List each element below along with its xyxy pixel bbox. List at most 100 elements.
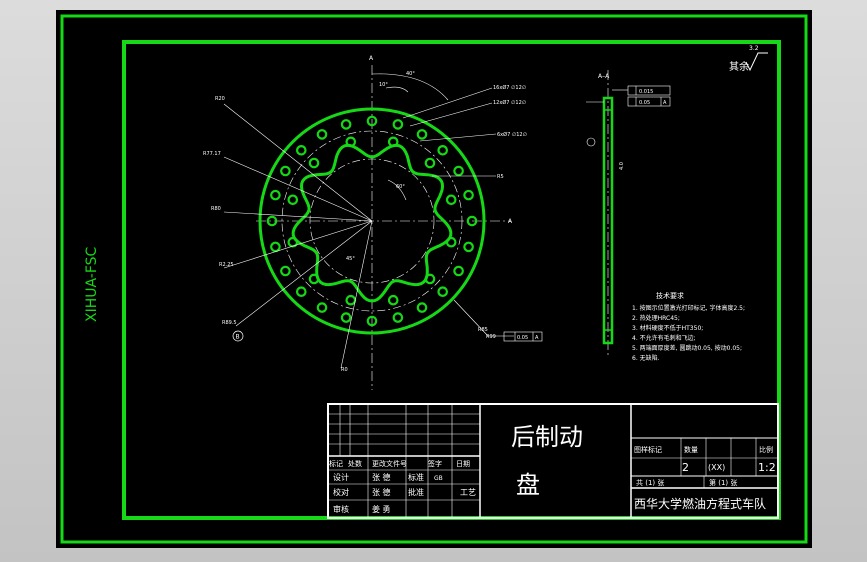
dim-runout-datum: A bbox=[535, 335, 539, 341]
inner-hole bbox=[424, 157, 436, 169]
inner-hole bbox=[445, 194, 457, 206]
outer-hole bbox=[416, 129, 428, 140]
bolt-circle bbox=[281, 130, 463, 312]
dim-holes-16: 16xØ7 ∅12∅ bbox=[493, 84, 526, 91]
rev-header-5: 日期 bbox=[456, 460, 470, 468]
outer-hole bbox=[392, 312, 404, 323]
dim-circle-tag: B bbox=[236, 334, 240, 341]
disc-inner-profile bbox=[291, 143, 453, 303]
scale-value: 1:2 bbox=[758, 461, 776, 474]
scale-label: 比例 bbox=[759, 445, 773, 454]
dim-r77: R77.17 bbox=[203, 151, 221, 157]
design-label: 设计 bbox=[333, 472, 349, 482]
dim-r85: R85 bbox=[478, 327, 488, 333]
outer-hole bbox=[280, 265, 291, 277]
datum-label: A bbox=[663, 100, 667, 106]
dim-r99: R99 bbox=[486, 334, 496, 340]
drawing-canvas: XIHUA-FSC 其余 3.2 bbox=[60, 14, 808, 544]
dim-runout: 0.05 bbox=[517, 335, 528, 341]
leader-lines bbox=[223, 73, 514, 369]
outer-hole bbox=[270, 241, 281, 253]
dim-angle-60: 60° bbox=[396, 184, 405, 190]
technical-notes: 技术要求 1. 按图示位置激光打印标记, 字体高度2.5; 2. 热处理HRC4… bbox=[632, 291, 745, 362]
runout-frame bbox=[503, 331, 543, 342]
check-label: 校对 bbox=[333, 487, 349, 497]
outer-hole bbox=[416, 302, 428, 313]
outer-hole bbox=[463, 241, 474, 253]
rev-header-1: 标记 bbox=[329, 459, 343, 468]
std-value: GB bbox=[434, 475, 443, 482]
dim-r2: R2.25 bbox=[219, 262, 234, 268]
dim-holes-12: 12xØ7 ∅12∅ bbox=[493, 99, 526, 106]
note-5: 5. 两端面厚度差, 圆跳动0.05, 按动0.05; bbox=[632, 344, 742, 352]
sheet-count-label: 数量 bbox=[684, 445, 698, 454]
dim-angle-45: 45° bbox=[346, 256, 355, 262]
dim-angle-10: 10° bbox=[379, 82, 388, 88]
outer-hole bbox=[453, 265, 464, 277]
approve-label: 批准 bbox=[408, 487, 424, 497]
checker-name: 张 德 bbox=[372, 487, 391, 497]
outer-hole bbox=[366, 315, 378, 327]
inner-hole bbox=[387, 136, 399, 148]
outer-hole bbox=[453, 165, 464, 177]
reviewer-name: 姜 勇 bbox=[372, 504, 391, 514]
outer-hole bbox=[340, 312, 352, 323]
section-label: A–A bbox=[598, 73, 610, 80]
inner-hole bbox=[308, 273, 320, 285]
inner-hole bbox=[387, 294, 399, 306]
note-3: 3. 材料硬度不低于HT350; bbox=[632, 324, 703, 332]
section-arrow-label-right: A bbox=[508, 218, 513, 225]
process-label: 工艺 bbox=[460, 488, 476, 497]
outer-border bbox=[60, 14, 808, 544]
outer-hole bbox=[295, 286, 307, 298]
note-4: 4. 不允许有毛刺和飞边; bbox=[632, 334, 696, 342]
quantity-value: 2 bbox=[682, 461, 689, 474]
dim-holes-6: 6xØ7 ∅12∅ bbox=[497, 131, 527, 138]
part-title-line-1: 后制动 bbox=[511, 423, 583, 451]
sheet-number: 第 (1) 张 bbox=[709, 478, 737, 487]
roughness-value: 3.2 bbox=[749, 45, 759, 52]
outer-hole bbox=[270, 189, 281, 201]
disc-outer-edge bbox=[258, 107, 486, 335]
roughness-note: 其余 bbox=[729, 60, 749, 73]
note-2: 2. 热处理HRC45; bbox=[632, 314, 680, 322]
revision-headers: 标记 处数 更改文件号 签字 日期 bbox=[329, 459, 470, 468]
notes-title: 技术要求 bbox=[656, 291, 684, 300]
datum-bubble bbox=[232, 330, 244, 342]
dim-r0: R0 bbox=[341, 367, 348, 373]
outer-hole bbox=[437, 144, 449, 156]
flatness-frame-1 bbox=[627, 85, 671, 96]
flatness-frame-2 bbox=[627, 96, 671, 107]
dim-flat-2: 0.05 bbox=[639, 100, 650, 106]
drawing-sheet[interactable]: XIHUA-FSC 其余 3.2 bbox=[56, 10, 812, 548]
outer-hole bbox=[316, 302, 328, 313]
inner-hole-ring bbox=[287, 136, 457, 306]
dim-angle-40: 40° bbox=[406, 71, 415, 77]
review-label: 审核 bbox=[333, 504, 349, 514]
inner-hole bbox=[424, 273, 436, 285]
title-block bbox=[327, 403, 779, 519]
outer-hole bbox=[266, 215, 278, 227]
inner-hole bbox=[445, 236, 457, 248]
weight-value: (XX) bbox=[708, 463, 725, 472]
dim-r89: R89.5 bbox=[222, 320, 237, 326]
note-6: 6. 无缺陷. bbox=[632, 354, 660, 362]
total-sheets: 共 (1) 张 bbox=[636, 478, 664, 487]
dim-flat-1: 0.015 bbox=[639, 89, 653, 95]
outer-hole bbox=[466, 215, 478, 227]
roughness-symbol bbox=[745, 52, 768, 72]
outer-hole bbox=[295, 144, 307, 156]
rev-header-4: 签字 bbox=[428, 459, 442, 468]
section-arrow-label: A bbox=[369, 55, 374, 62]
rev-header-3: 更改文件号 bbox=[372, 459, 407, 468]
outer-hole-ring bbox=[266, 115, 478, 327]
note-1: 1. 按图示位置激光打印标记, 字体高度2.5; bbox=[632, 304, 745, 312]
std-label: 标准 bbox=[408, 472, 424, 482]
dim-r80: R80 bbox=[211, 206, 221, 212]
part-title-line-2: 盘 bbox=[516, 471, 540, 499]
pattern-label: 图样标记 bbox=[634, 445, 662, 454]
designer-name: 张 德 bbox=[372, 472, 391, 482]
outer-hole bbox=[316, 129, 328, 140]
section-view: A–A 0.015 0.05 A 4.0 bbox=[586, 70, 671, 355]
